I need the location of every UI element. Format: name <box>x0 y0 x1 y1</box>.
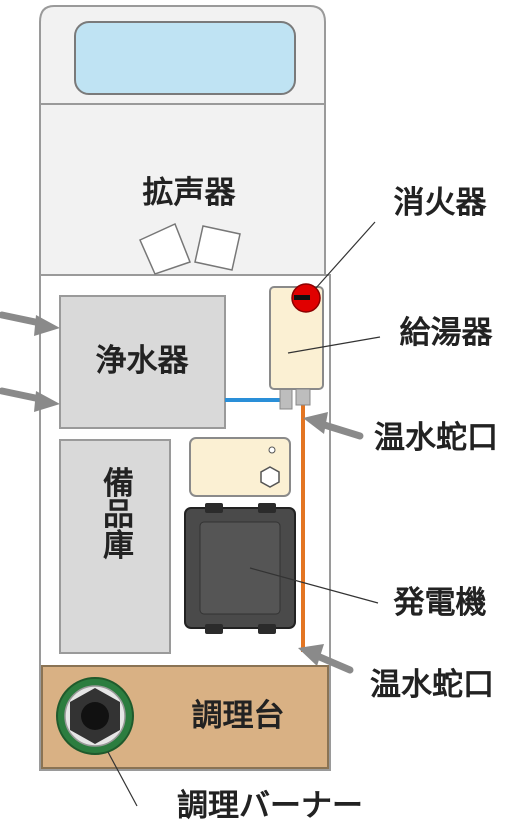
leader-generator <box>249 567 379 604</box>
water-purifier-unit <box>59 295 226 429</box>
leader-water-heater <box>287 336 381 354</box>
speaker-icons <box>139 222 241 275</box>
label-hot-tap-lower: 温水蛇口 <box>370 667 494 703</box>
speaker-right <box>194 225 241 271</box>
generator-feet <box>205 503 276 634</box>
hot-tap-arrow-lower <box>298 644 354 674</box>
label-fire-extinguisher: 消火器 <box>394 185 488 221</box>
leader-fire-extinguisher <box>315 221 376 289</box>
label-generator: 発電機 <box>393 585 487 621</box>
heater-outlet <box>295 388 311 406</box>
leader-lines <box>107 221 381 807</box>
label-cooking-burner: 調理バーナー <box>177 788 363 824</box>
label-speaker: 拡声器 <box>143 175 237 211</box>
fire-extinguisher-handle <box>294 295 310 300</box>
cooking-burner-icon <box>56 677 134 755</box>
leader-burner <box>107 751 138 807</box>
inlet-arrow-lower <box>0 387 60 412</box>
sink-drain-icon <box>260 466 280 488</box>
label-hot-tap-upper: 温水蛇口 <box>374 420 498 456</box>
label-water-purifier: 浄水器 <box>96 343 190 379</box>
speaker-left <box>139 222 191 275</box>
pipe-joint <box>279 386 293 410</box>
label-water-heater: 給湯器 <box>400 315 494 351</box>
windshield <box>74 21 296 95</box>
storage-unit <box>59 439 171 654</box>
label-cooking-counter: 調理台 <box>192 698 285 734</box>
inlet-arrow-upper <box>0 311 60 336</box>
sink-tap-dot <box>268 446 276 454</box>
generator-panel <box>199 521 281 615</box>
hot-tap-arrow-upper <box>303 412 364 440</box>
sink-tray <box>189 437 291 497</box>
label-storage: 備品庫 <box>97 467 134 561</box>
